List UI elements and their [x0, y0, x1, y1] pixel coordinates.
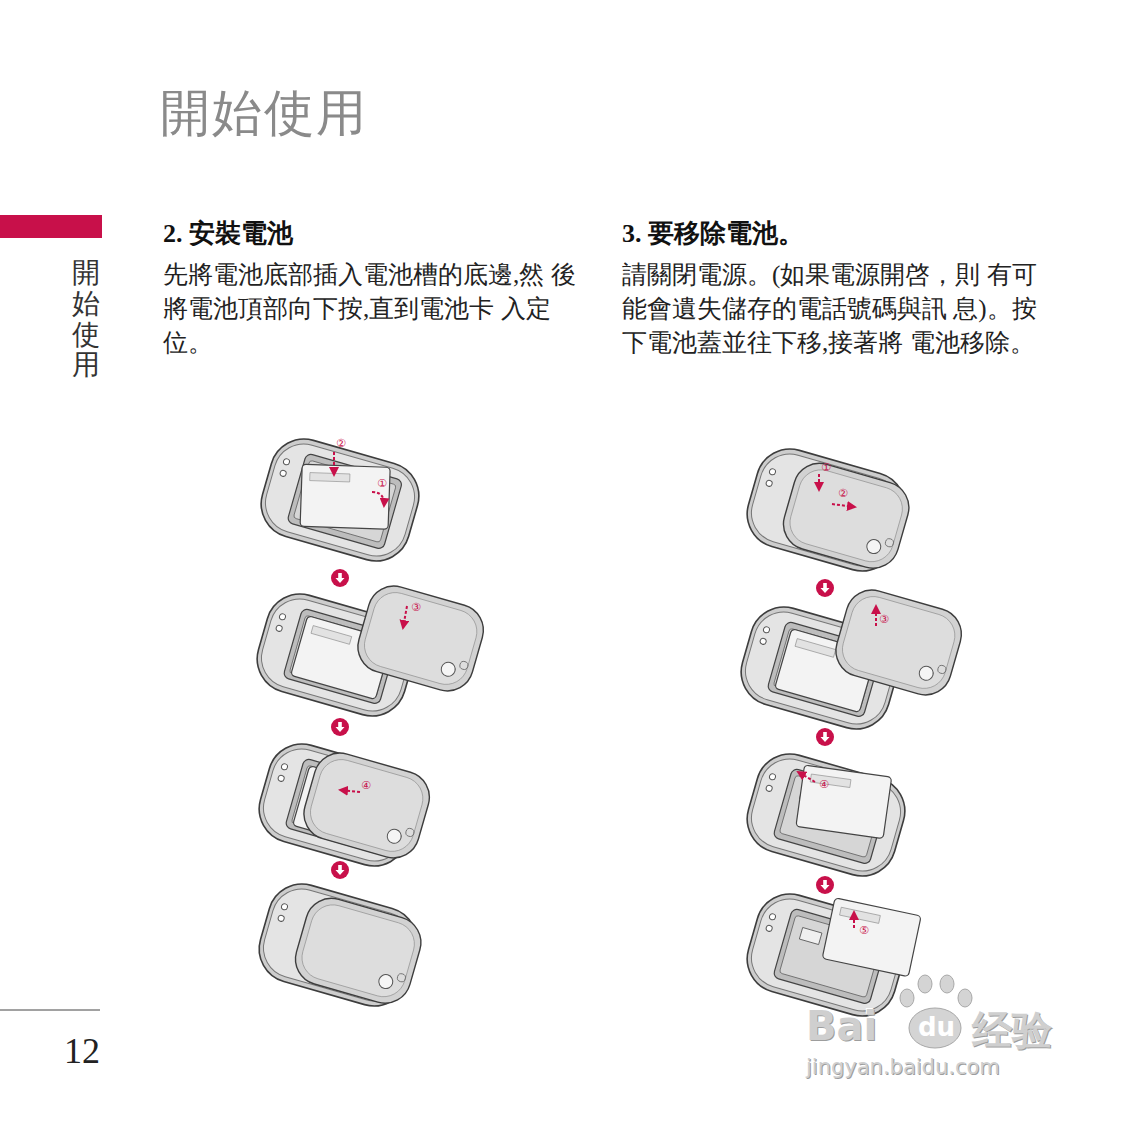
callout-number: ①: [377, 478, 387, 489]
callout-number: ②: [838, 488, 848, 499]
watermark-text: 经验: [972, 1003, 1052, 1058]
phone-step3: [251, 736, 435, 874]
page-number: 12: [64, 1030, 100, 1072]
callout-number: ③: [411, 602, 421, 613]
phone-step4: [251, 876, 429, 1015]
watermark-text: du: [918, 1012, 955, 1042]
phone-step2: [249, 580, 489, 724]
phone-remove2: [733, 584, 967, 737]
section-heading: 2. 安裝電池: [163, 216, 293, 251]
section-body: 先將電池底部插入電池槽的底邊,然 後將電池頂部向下按,直到電池卡 入定位。: [163, 258, 583, 360]
callout-number: ⑤: [859, 925, 869, 936]
watermark-paw: [900, 975, 972, 1048]
callout-number: ④: [819, 779, 829, 790]
callout-number: ③: [879, 614, 889, 625]
phone-step1: [253, 431, 427, 569]
section-tab: [0, 215, 102, 238]
phone-remove3: [739, 746, 913, 884]
page-rule: [0, 1010, 100, 1011]
callout-number: ①: [821, 462, 831, 473]
callout-number: ②: [336, 438, 346, 449]
watermark-url: jingyan.baidu.com: [806, 1055, 1000, 1079]
watermark-text: Bai: [806, 1003, 877, 1049]
section-heading: 3. 要移除電池。: [622, 216, 804, 251]
page-title: 開始使用: [160, 80, 368, 147]
callout-number: ④: [361, 780, 371, 791]
side-tab-text: 開始使用: [72, 258, 100, 381]
section-body: 請關閉電源。(如果電源開啓，則 有可能會遺失儲存的電話號碼與訊 息)。按下電池蓋…: [622, 258, 1042, 360]
phone-remove1: [739, 441, 917, 580]
